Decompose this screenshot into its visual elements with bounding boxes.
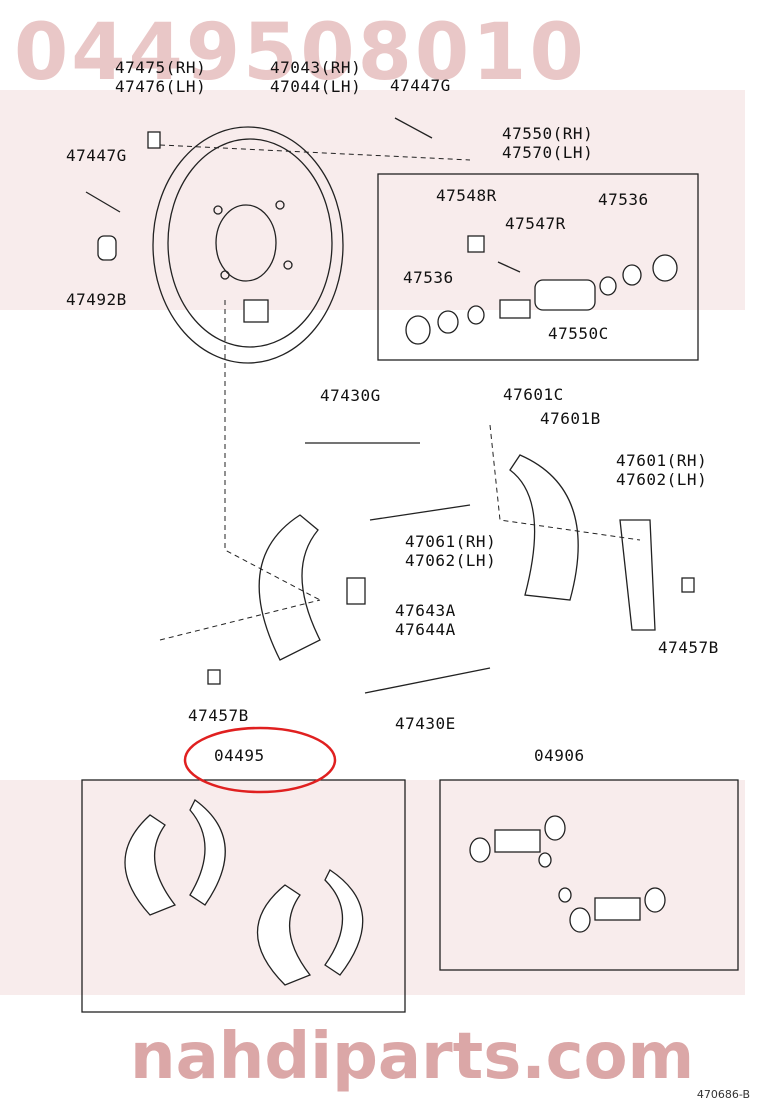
label-47043: 47043(RH) 47044(LH) [270, 58, 362, 96]
watermark-band [0, 90, 745, 310]
highlight-circle [183, 726, 337, 794]
label-04495: 04495 [214, 746, 265, 765]
stud-47447g-left [85, 191, 121, 213]
label-47475: 47475(RH) 47476(LH) [115, 58, 207, 96]
label-47601: 47601(RH) 47602(LH) [616, 451, 708, 489]
spring-47430e [364, 667, 491, 694]
adjuster-47061 [369, 504, 471, 521]
pin-47457b-left [207, 669, 221, 685]
plug-47492b [97, 235, 117, 261]
cylinder-kit-box-04906 [439, 779, 739, 971]
backing-plate [152, 126, 344, 364]
wheel-cylinder-parts [405, 235, 678, 345]
bolt-47475 [147, 131, 161, 149]
label-47447g-left: 47447G [66, 146, 127, 165]
guide-lines [159, 144, 641, 641]
label-47536-right: 47536 [598, 190, 649, 209]
label-47536-left: 47536 [403, 268, 454, 287]
reference-code: 470686-B [696, 1088, 750, 1101]
cylinder-kit-parts [469, 815, 666, 933]
label-47548r: 47548R [436, 186, 497, 205]
shoe-kit-box-04495 [81, 779, 406, 1013]
label-47430e: 47430E [395, 714, 456, 733]
label-47601b: 47601B [540, 409, 601, 428]
label-47061: 47061(RH) 47062(LH) [405, 532, 497, 570]
watermark-band [0, 780, 745, 995]
rear-shoe [509, 454, 579, 601]
wheel-cylinder-box [377, 173, 699, 361]
watermark-part-number: 0449508010 [14, 8, 587, 98]
shoe-kit-parts [124, 799, 364, 986]
label-47447g-top: 47447G [390, 76, 451, 95]
label-47457b-left: 47457B [188, 706, 249, 725]
label-47547r: 47547R [505, 214, 566, 233]
strut-47643a [346, 577, 366, 605]
lever-47601 [619, 519, 656, 631]
label-47601c: 47601C [503, 385, 564, 404]
watermark-site: nahdiparts.com [130, 1020, 695, 1094]
label-47550: 47550(RH) 47570(LH) [502, 124, 594, 162]
label-47492b: 47492B [66, 290, 127, 309]
label-04906: 04906 [534, 746, 585, 765]
stud-47447g-top [394, 117, 433, 139]
front-shoe [258, 514, 321, 661]
label-47643a: 47643A 47644A [395, 601, 456, 639]
pin-47457b-right [681, 577, 695, 593]
label-47430g: 47430G [320, 386, 381, 405]
label-47457b-right: 47457B [658, 638, 719, 657]
label-47550c: 47550C [548, 324, 609, 343]
